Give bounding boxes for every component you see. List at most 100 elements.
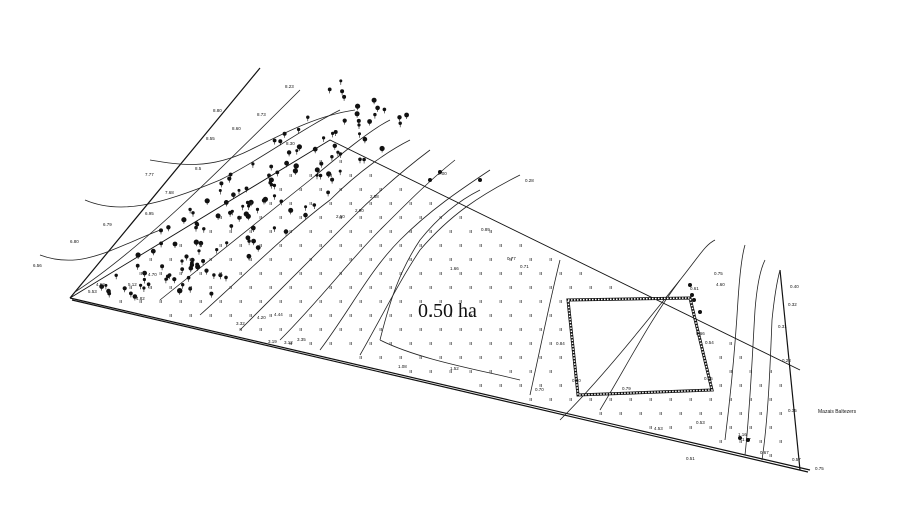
contour-lines — [39, 89, 781, 461]
spot-height-label: 8.30 — [286, 141, 295, 146]
spot-height-label: 0.32 — [788, 302, 797, 307]
tree-icon — [272, 138, 277, 145]
tree-icon — [272, 183, 277, 190]
spot-height-label: 0.70 — [535, 387, 544, 392]
tree-icon — [358, 157, 362, 164]
tree-icon — [698, 310, 702, 314]
tree-icon — [270, 183, 274, 189]
tree-icon — [246, 253, 252, 261]
tree-icon — [303, 212, 308, 220]
tree-icon — [339, 79, 343, 85]
spot-height-label: 4.53 — [654, 426, 663, 431]
tree-icon — [326, 171, 332, 178]
tree-icon — [231, 192, 236, 199]
spot-height-label: 0.57 — [792, 457, 801, 462]
tree-icon — [129, 291, 133, 298]
spot-height-label: 0.75 — [815, 466, 824, 471]
spot-height-label: 0.75 — [714, 271, 723, 276]
tree-icon — [292, 168, 298, 175]
tree-icon — [304, 205, 308, 211]
spot-height-label: 4.20 — [257, 315, 266, 320]
tree-icon — [382, 107, 387, 114]
tree-icon — [315, 173, 319, 180]
tree-icon — [132, 294, 138, 301]
tree-icon — [230, 209, 234, 216]
tree-icon — [164, 277, 168, 284]
tree-icon — [397, 115, 402, 122]
tree-icon — [188, 207, 192, 214]
tree-icon — [212, 273, 216, 279]
spot-height-label: 4.82 — [136, 296, 145, 301]
tree-icon — [690, 293, 694, 297]
spot-height-label: 5.53 — [88, 289, 97, 294]
tree-icon — [293, 163, 299, 170]
spot-height-label: 8.55 — [206, 136, 215, 141]
tree-icon — [202, 227, 206, 233]
spot-height-label: 1.07 — [742, 437, 751, 442]
tree-icon — [229, 224, 234, 230]
tree-icon — [215, 248, 219, 254]
spot-height-label: 0.66 — [696, 331, 705, 336]
tree-icon — [738, 436, 742, 440]
tree-icon — [215, 213, 221, 220]
tree-icon — [165, 274, 170, 281]
tree-icon — [322, 136, 326, 142]
tree-icon — [181, 217, 187, 224]
spot-height-label: 6.95 — [145, 211, 154, 216]
tree-icon — [269, 164, 274, 171]
tree-icon — [362, 157, 366, 164]
tree-icon — [275, 170, 280, 177]
tree-icon — [306, 115, 310, 122]
tree-icon — [172, 277, 177, 284]
tree-icon — [282, 131, 287, 138]
tree-icon — [312, 203, 317, 209]
tree-icon — [333, 130, 338, 136]
tree-icon — [135, 252, 141, 259]
spot-height-label: 6.56 — [33, 263, 42, 268]
tree-icon — [218, 189, 222, 195]
tree-icon — [107, 291, 112, 298]
tree-icon — [189, 262, 195, 269]
tree-icon — [186, 275, 191, 282]
side-label: Mazais Baltezers — [818, 409, 857, 415]
spot-height-label: 8.23 — [285, 84, 294, 89]
tree-icon — [342, 118, 347, 125]
tree-icon — [146, 282, 151, 289]
tree-icon — [357, 123, 361, 129]
tree-icon — [135, 263, 140, 270]
spot-height-label: 8.80 — [213, 108, 222, 113]
spot-height-label: 8.60 — [232, 126, 241, 131]
tree-icon — [272, 226, 276, 232]
tree-icon — [330, 155, 334, 161]
tree-icon — [278, 139, 283, 146]
tree-icon — [373, 112, 377, 119]
spot-height-label: 8.73 — [257, 112, 266, 117]
tree-icon — [225, 241, 229, 247]
spot-height-label: 4.60 — [716, 282, 725, 287]
tree-icon — [197, 249, 201, 255]
tree-icon — [247, 239, 251, 246]
spot-height-label: 7.77 — [145, 172, 154, 177]
tree-icon — [180, 259, 184, 265]
spot-height-label: 0.40 — [790, 284, 799, 289]
tree-icon — [142, 286, 146, 292]
tree-icon — [340, 89, 345, 96]
tree-icon — [159, 241, 164, 248]
tree-icon — [367, 119, 372, 126]
spot-heights: 8.238.808.738.558.608.308.57.777.686.956… — [33, 84, 824, 471]
tree-icon — [267, 173, 271, 180]
tree-icon — [331, 131, 335, 138]
tree-icon — [193, 239, 199, 247]
tree-icon — [326, 190, 330, 197]
tree-icon — [336, 150, 340, 157]
tree-icon — [194, 225, 198, 232]
spot-height-label: 3.35 — [297, 337, 306, 342]
tree-icon — [318, 173, 323, 180]
spot-height-label: 0.28 — [782, 358, 791, 363]
tree-icon — [268, 177, 274, 184]
tree-icon — [371, 97, 377, 105]
tree-icon — [237, 215, 242, 222]
tree-icon — [283, 229, 289, 236]
tree-icon — [288, 207, 294, 215]
